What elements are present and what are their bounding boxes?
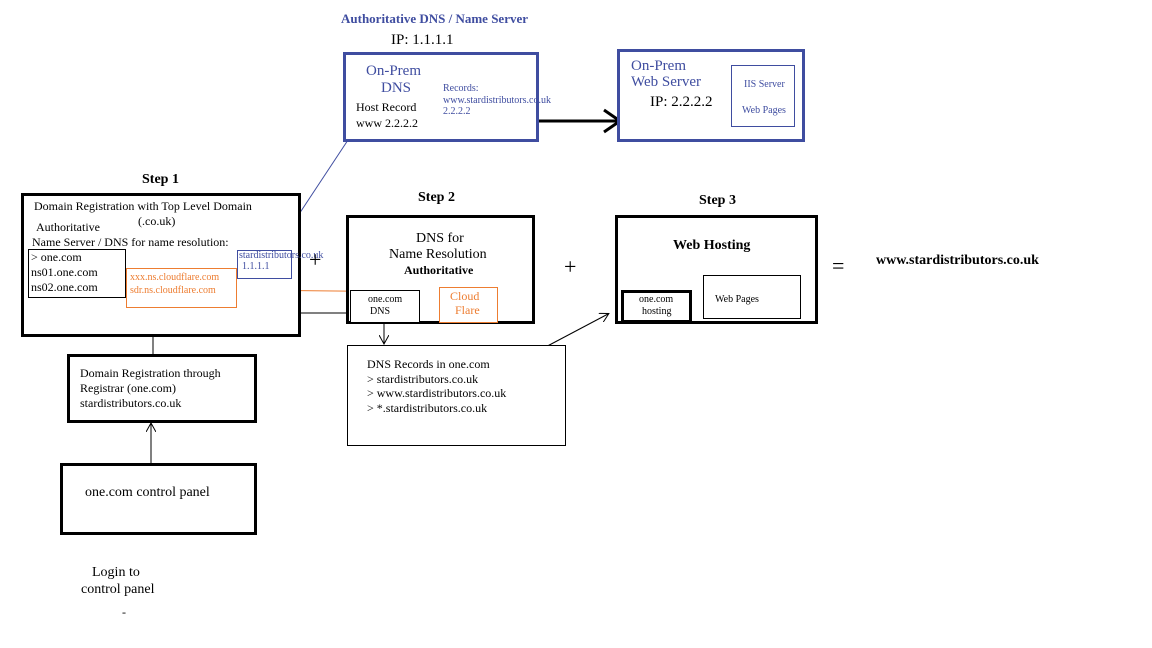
onecom-dns-line-1: one.com — [368, 294, 403, 305]
step2-box: DNS for Name Resolution Authoritative on… — [346, 215, 535, 324]
iis-server-label: IIS Server — [744, 79, 785, 90]
step1-title-1: Domain Registration with Top Level Domai… — [34, 199, 252, 213]
glue-domain: stardistributors.co.uk — [239, 250, 324, 261]
records-ip: 2.2.2.2 — [443, 106, 471, 117]
web-pages-label: Web Pages — [742, 105, 786, 116]
on-prem-dns-box: On-Prem DNS Host Record www 2.2.2.2 Reco… — [343, 52, 551, 142]
step2-title-1: DNS for — [416, 231, 464, 246]
registrar-line-1: Domain Registration through — [80, 366, 221, 380]
records-domain: www.stardistributors.co.uk — [443, 95, 551, 106]
step1-box: Domain Registration with Top Level Domai… — [21, 193, 301, 337]
step2-subtitle: Authoritative — [404, 263, 474, 277]
registrar-line-2: Registrar (one.com) — [80, 381, 176, 395]
dns-record-2: > www.stardistributors.co.uk — [367, 386, 507, 400]
on-prem-dns-title-2: DNS — [381, 80, 412, 96]
ns-list-box: > one.com ns01.one.com ns02.one.com — [28, 249, 126, 298]
step3-box: Web Hosting one.com hosting Web Pages — [615, 215, 818, 324]
dns-records-box: DNS Records in one.com > stardistributor… — [347, 345, 566, 446]
cloudflare-ns-box: xxx.ns.cloudflare.com sdr.ns.cloudflare.… — [126, 268, 237, 308]
step3-title: Web Hosting — [673, 238, 751, 253]
step2-heading: Step 2 — [418, 190, 455, 205]
dns-record-1: > stardistributors.co.uk — [367, 372, 479, 386]
step3-web-pages: Web Pages — [715, 294, 759, 305]
auth-dns-heading: Authoritative DNS / Name Server — [341, 11, 529, 26]
on-prem-dns-title-1: On-Prem — [366, 63, 421, 79]
step1-heading: Step 1 — [142, 172, 179, 187]
onecom-hosting-box: one.com hosting — [621, 290, 692, 323]
login-line-2: control panel — [81, 582, 155, 597]
ns-item-1: > one.com — [31, 250, 82, 264]
login-dash: - — [122, 605, 126, 619]
records-label: Records: — [443, 83, 479, 94]
hosting-line-1: one.com — [639, 294, 674, 305]
dns-records-title: DNS Records in one.com — [367, 357, 490, 371]
glue-record-box: stardistributors.co.uk 1.1.1.1 — [237, 250, 323, 279]
step1-title-2: (.co.uk) — [138, 214, 176, 228]
web-server-title-1: On-Prem — [631, 58, 686, 74]
cloudflare-ns-2: sdr.ns.cloudflare.com — [130, 285, 216, 296]
step2-title-2: Name Resolution — [389, 247, 487, 262]
plus-operator-1: + — [309, 247, 322, 272]
registrar-box: Domain Registration through Registrar (o… — [67, 354, 257, 423]
step3-web-pages-box: Web Pages — [703, 275, 801, 319]
ns-item-3: ns02.one.com — [31, 280, 98, 294]
cloudflare-line-2: Flare — [455, 303, 480, 317]
on-prem-web-server-box: On-Prem Web Server IP: 2.2.2.2 IIS Serve… — [617, 49, 805, 142]
ns-item-2: ns01.one.com — [31, 265, 98, 279]
web-server-title-2: Web Server — [631, 74, 702, 90]
dns-record-3: > *.stardistributors.co.uk — [367, 401, 488, 415]
web-server-ip: IP: 2.2.2.2 — [650, 94, 713, 110]
ns-label-2: Name Server / DNS for name resolution: — [32, 235, 229, 249]
login-line-1: Login to — [92, 565, 140, 580]
cloudflare-ns-1: xxx.ns.cloudflare.com — [130, 272, 220, 283]
auth-dns-ip: IP: 1.1.1.1 — [391, 32, 454, 48]
cloudflare-box: Cloud Flare — [439, 287, 498, 323]
host-record-value: www 2.2.2.2 — [356, 116, 418, 130]
registrar-line-3: stardistributors.co.uk — [80, 396, 182, 410]
cloudflare-line-1: Cloud — [450, 289, 480, 303]
plus-operator-2: + — [564, 254, 577, 279]
iis-server-box: IIS Server Web Pages — [731, 65, 795, 127]
onecom-dns-line-2: DNS — [370, 306, 391, 317]
ns-label-1: Authoritative — [36, 220, 100, 234]
equals-operator: = — [832, 253, 845, 278]
result-domain: www.stardistributors.co.uk — [876, 253, 1039, 268]
control-panel-box: one.com control panel — [60, 463, 257, 535]
onecom-dns-box: one.com DNS — [350, 290, 420, 323]
control-panel-label: one.com control panel — [85, 485, 210, 500]
glue-ip: 1.1.1.1 — [242, 261, 270, 272]
hosting-line-2: hosting — [642, 306, 672, 317]
host-record-label: Host Record — [356, 100, 417, 114]
step3-heading: Step 3 — [699, 193, 736, 208]
